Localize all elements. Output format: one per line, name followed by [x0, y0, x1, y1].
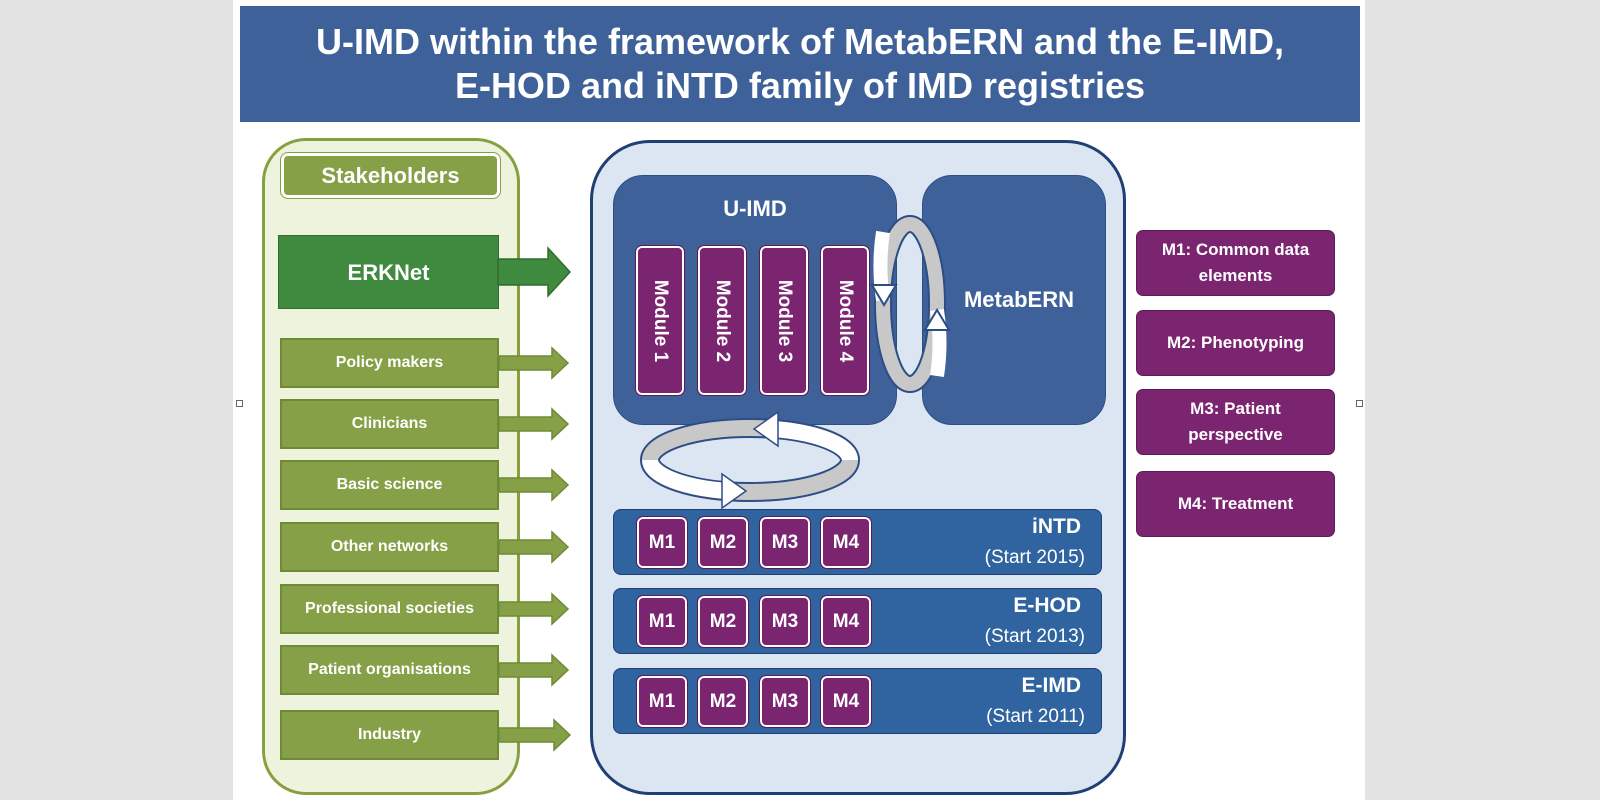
registry-name: E-IMD	[1021, 674, 1082, 697]
ehod-chip-m2: M2	[697, 595, 749, 648]
registry-start: (Start 2015)	[984, 547, 1085, 568]
stakeholder-patient-organisations: Patient organisations	[280, 645, 499, 695]
registry-start: (Start 2011)	[986, 706, 1085, 727]
eimd-chip-m4: M4	[820, 675, 872, 728]
stakeholder-policy-makers: Policy makers	[280, 338, 499, 388]
intd-chip-m1: M1	[636, 516, 688, 569]
metabern-block	[922, 175, 1106, 425]
legend-m3: M3: Patient perspective	[1136, 389, 1335, 455]
resize-handle-right[interactable]	[1356, 400, 1363, 407]
eimd-chip-m3: M3	[759, 675, 811, 728]
uimd-registry-cycle-icon	[640, 410, 860, 510]
uimd-module-1: Module 1	[635, 245, 685, 396]
stakeholder-other-networks: Other networks	[280, 522, 499, 572]
uimd-module-2: Module 2	[697, 245, 747, 396]
basic-science-arrow-icon	[498, 468, 570, 502]
industry-arrow-icon	[498, 718, 572, 752]
title-line-2: E-HOD and iNTD family of IMD registries	[454, 65, 1146, 106]
professional-societies-arrow-icon	[498, 592, 570, 626]
registry-name: iNTD	[1032, 515, 1081, 538]
stakeholder-industry: Industry	[280, 710, 499, 760]
legend-m1: M1: Common data elements	[1136, 230, 1335, 296]
other-networks-arrow-icon	[498, 530, 570, 564]
registry-eimd: M1 M2 M3 M4 E-IMD (Start 2011)	[613, 668, 1102, 734]
metabern-label: MetabERN	[963, 287, 1074, 312]
title-line-1: U-IMD within the framework of MetabERN a…	[315, 21, 1285, 62]
stakeholder-basic-science: Basic science	[280, 460, 499, 510]
legend-m2: M2: Phenotyping	[1136, 310, 1335, 376]
erknet-arrow-icon	[497, 246, 572, 298]
policy-makers-arrow-icon	[498, 346, 570, 380]
eimd-chip-m2: M2	[697, 675, 749, 728]
erknet-box: ERKNet	[278, 235, 499, 309]
ehod-chip-m1: M1	[636, 595, 688, 648]
ehod-chip-m3: M3	[759, 595, 811, 648]
registry-ehod: M1 M2 M3 M4 E-HOD (Start 2013)	[613, 588, 1102, 654]
uimd-label: U-IMD	[723, 196, 787, 221]
legend-m4: M4: Treatment	[1136, 471, 1335, 537]
clinicians-arrow-icon	[498, 407, 570, 441]
uimd-module-3: Module 3	[759, 245, 809, 396]
intd-chip-m4: M4	[820, 516, 872, 569]
stakeholder-clinicians: Clinicians	[280, 399, 499, 449]
ehod-chip-m4: M4	[820, 595, 872, 648]
uimd-metabern-cycle-icon	[870, 215, 951, 393]
uimd-module-4: Module 4	[820, 245, 870, 396]
registry-start: (Start 2013)	[984, 626, 1085, 647]
registry-name: E-HOD	[1013, 594, 1081, 617]
eimd-chip-m1: M1	[636, 675, 688, 728]
stakeholder-professional-societies: Professional societies	[280, 584, 499, 634]
title-banner: U-IMD within the framework of MetabERN a…	[240, 6, 1360, 122]
intd-chip-m3: M3	[759, 516, 811, 569]
resize-handle-left[interactable]	[236, 400, 243, 407]
stakeholders-heading: Stakeholders	[280, 152, 501, 199]
patient-organisations-arrow-icon	[498, 653, 570, 687]
intd-chip-m2: M2	[697, 516, 749, 569]
registry-intd: M1 M2 M3 M4 iNTD (Start 2015)	[613, 509, 1102, 575]
